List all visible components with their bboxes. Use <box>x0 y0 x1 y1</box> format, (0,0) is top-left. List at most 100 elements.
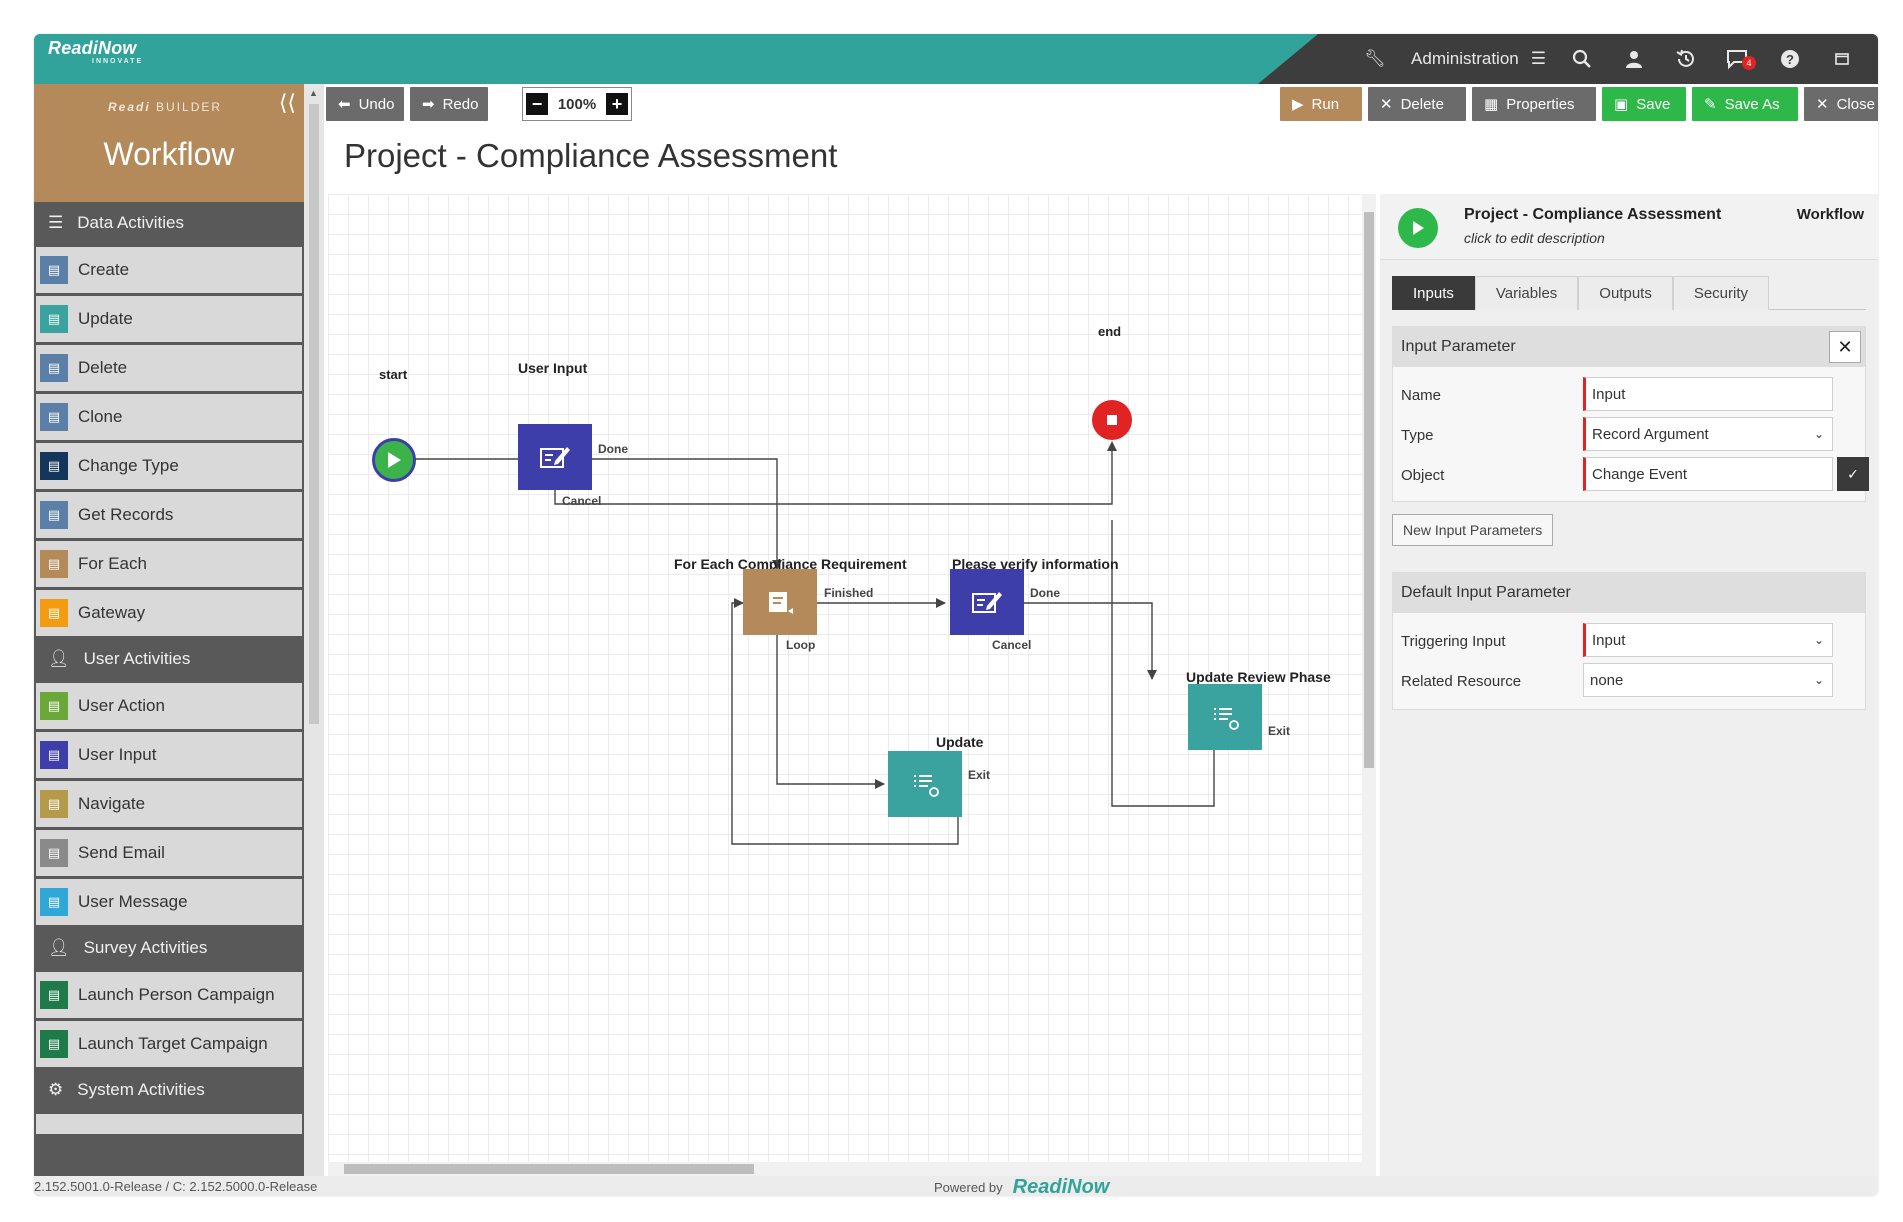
administration-menu[interactable]: Administration ☰ <box>1401 49 1556 69</box>
search-icon[interactable] <box>1556 34 1608 84</box>
fullscreen-icon[interactable] <box>1816 34 1868 84</box>
palette-item-label: Send Email <box>78 843 165 862</box>
palette-header: Readi BUILDER ⟨⟨ Workflow <box>34 84 304 202</box>
port-exit: Exit <box>968 768 991 782</box>
stop-icon <box>1107 415 1117 425</box>
palette-item-label: User Action <box>78 696 165 715</box>
canvas-vertical-scrollbar[interactable] <box>1362 194 1376 1176</box>
object-picker-button[interactable]: ✓ <box>1837 457 1869 491</box>
palette-item[interactable]: ▤User Message <box>36 879 302 925</box>
update-node[interactable] <box>888 751 962 817</box>
undo-label: Undo <box>358 95 395 113</box>
palette-item[interactable] <box>36 1114 302 1134</box>
palette-item[interactable]: ▤User Input <box>36 732 302 778</box>
palette-item[interactable]: ▤Create <box>36 247 302 293</box>
port-cancel-2: Cancel <box>992 638 1032 652</box>
palette-category[interactable]: 👤︎Survey Activities <box>34 927 304 969</box>
triggering-input-value: Input <box>1592 631 1626 649</box>
triggering-input-select[interactable]: Input⌄ <box>1583 623 1833 657</box>
edge-userinput-end[interactable] <box>554 441 1117 505</box>
edge-verify-updatereview[interactable] <box>988 602 1157 680</box>
activity-palette: Readi BUILDER ⟨⟨ Workflow ☰Data Activiti… <box>34 84 304 1196</box>
palette-category[interactable]: 👤︎User Activities <box>34 638 304 680</box>
edge-foreach-update[interactable] <box>776 633 885 789</box>
chat-icon[interactable]: 4 <box>1712 34 1764 84</box>
undo-button[interactable]: ⬅Undo <box>326 87 404 121</box>
canvas-vscroll-thumb[interactable] <box>1364 212 1374 768</box>
edge-userinput-foreach[interactable] <box>564 458 782 570</box>
scroll-up-icon[interactable]: ▲ <box>309 88 318 98</box>
workflow-type: Workflow <box>1796 206 1864 223</box>
related-resource-select[interactable]: none⌄ <box>1583 663 1833 697</box>
remove-parameter-button[interactable]: ✕ <box>1829 331 1861 363</box>
object-label: Object <box>1401 467 1445 484</box>
canvas-hscroll-thumb[interactable] <box>344 1164 754 1174</box>
tab-security[interactable]: Security <box>1672 276 1770 310</box>
palette-item[interactable]: ▤For Each <box>36 541 302 587</box>
tab-inputs[interactable]: Inputs <box>1392 276 1475 310</box>
user-icon: 👤︎ <box>48 938 70 957</box>
readinow-logo[interactable]: ReadiNow INNOVATE <box>48 38 143 65</box>
save-as-button[interactable]: ✎Save As <box>1692 87 1798 121</box>
palette-item[interactable]: ▤Change Type <box>36 443 302 489</box>
update-review-node[interactable] <box>1188 684 1262 750</box>
palette-item[interactable]: ▤Clone <box>36 394 302 440</box>
verify-node[interactable] <box>950 569 1024 635</box>
palette-category[interactable]: ☰Data Activities <box>34 202 304 244</box>
type-select[interactable]: Record Argument⌄ <box>1583 417 1833 451</box>
help-icon[interactable]: ? <box>1764 34 1816 84</box>
user-icon[interactable] <box>1608 34 1660 84</box>
properties-label: Properties <box>1506 95 1575 113</box>
tab-outputs[interactable]: Outputs <box>1578 276 1673 310</box>
start-node[interactable] <box>372 438 416 482</box>
for-each-node[interactable] <box>743 569 817 635</box>
palette-category-label: System Activities <box>77 1080 205 1099</box>
palette-item[interactable]: ▤Get Records <box>36 492 302 538</box>
properties-button[interactable]: ▦Properties <box>1472 87 1596 121</box>
palette-item[interactable]: ▤User Action <box>36 683 302 729</box>
user-input-node[interactable] <box>518 424 592 490</box>
palette-item[interactable]: ▤Gateway <box>36 590 302 636</box>
activity-icon: ▤ <box>40 1030 68 1058</box>
canvas-horizontal-scrollbar[interactable] <box>328 1162 1362 1176</box>
zoom-out-button[interactable]: − <box>526 93 548 115</box>
run-button[interactable]: ▶Run <box>1280 87 1362 121</box>
collapse-palette-icon[interactable]: ⟨⟨ <box>278 90 296 115</box>
activity-icon: ▤ <box>40 256 68 284</box>
palette-scrollbar[interactable]: ▲ ▼ <box>304 84 324 1196</box>
footer: 2.152.5001.0-Release / C: 2.152.5000.0-R… <box>34 1176 1878 1196</box>
wrench-icon[interactable]: 🔧︎ <box>1364 49 1386 68</box>
workflow-canvas[interactable]: start User Input Done Cancel end For Eac… <box>328 194 1362 1176</box>
edge-updatereview-end[interactable] <box>1111 520 1215 807</box>
port-finished: Finished <box>824 586 874 600</box>
palette-item[interactable]: ▤Navigate <box>36 781 302 827</box>
delete-button[interactable]: ✕Delete <box>1368 87 1466 121</box>
history-icon[interactable] <box>1660 34 1712 84</box>
palette-scroll-thumb[interactable] <box>309 104 319 724</box>
user-input-label: User Input <box>518 360 588 376</box>
save-as-label: Save As <box>1724 95 1780 113</box>
administration-label: Administration <box>1411 49 1519 68</box>
name-field[interactable]: Input <box>1583 377 1833 411</box>
end-node[interactable] <box>1092 400 1132 440</box>
powered-by: Powered by ReadiNow <box>934 1176 1109 1196</box>
tab-variables[interactable]: Variables <box>1474 276 1579 310</box>
new-input-parameters-button[interactable]: New Input Parameters <box>1392 514 1554 546</box>
object-field[interactable]: Change Event <box>1583 457 1833 491</box>
activity-icon: ▤ <box>40 452 68 480</box>
workflow-description[interactable]: click to edit description <box>1464 230 1605 246</box>
port-cancel: Cancel <box>562 494 602 508</box>
close-button[interactable]: ✕Close <box>1804 87 1878 121</box>
palette-category[interactable]: ⚙System Activities <box>34 1069 304 1111</box>
save-button[interactable]: ▣Save <box>1602 87 1686 121</box>
workflow-name[interactable]: Project - Compliance Assessment <box>1464 206 1722 223</box>
palette-item[interactable]: ▤Delete <box>36 345 302 391</box>
zoom-in-button[interactable]: + <box>606 93 628 115</box>
redo-button[interactable]: ➡Redo <box>410 87 488 121</box>
palette-item[interactable]: ▤Send Email <box>36 830 302 876</box>
play-icon: ▶ <box>1292 96 1304 113</box>
palette-item[interactable]: ▤Launch Target Campaign <box>36 1021 302 1067</box>
palette-item[interactable]: ▤Launch Person Campaign <box>36 972 302 1018</box>
palette-item[interactable]: ▤Update <box>36 296 302 342</box>
run-workflow-icon[interactable] <box>1398 208 1438 248</box>
